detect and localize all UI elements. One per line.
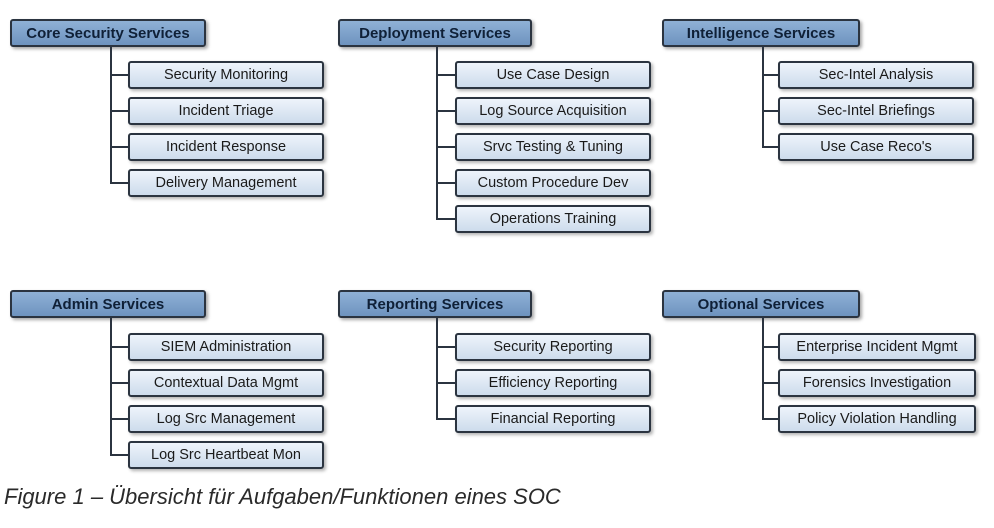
service-operations-training: Operations Training bbox=[455, 205, 651, 233]
service-srvc-testing-tuning: Srvc Testing & Tuning bbox=[455, 133, 651, 161]
service-financial-reporting: Financial Reporting bbox=[455, 405, 651, 433]
connector-branch bbox=[436, 346, 455, 348]
service-log-source-acquisition: Log Source Acquisition bbox=[455, 97, 651, 125]
service-log-src-heartbeat-mon: Log Src Heartbeat Mon bbox=[128, 441, 324, 469]
connector-branch bbox=[436, 218, 455, 220]
group-admin-services: Admin Services bbox=[10, 290, 206, 318]
connector-spine bbox=[762, 47, 764, 148]
connector-spine bbox=[762, 318, 764, 420]
service-forensics-investigation: Forensics Investigation bbox=[778, 369, 976, 397]
connector-spine bbox=[436, 47, 438, 220]
service-use-case-reco-s: Use Case Reco's bbox=[778, 133, 974, 161]
group-intelligence-services: Intelligence Services bbox=[662, 19, 860, 47]
connector-branch bbox=[436, 182, 455, 184]
service-sec-intel-briefings: Sec-Intel Briefings bbox=[778, 97, 974, 125]
connector-branch bbox=[762, 382, 778, 384]
connector-branch bbox=[762, 346, 778, 348]
connector-branch bbox=[110, 346, 128, 348]
connector-branch bbox=[110, 182, 128, 184]
connector-branch bbox=[436, 110, 455, 112]
service-siem-administration: SIEM Administration bbox=[128, 333, 324, 361]
service-incident-response: Incident Response bbox=[128, 133, 324, 161]
connector-branch bbox=[762, 74, 778, 76]
connector-branch bbox=[110, 382, 128, 384]
service-enterprise-incident-mgmt: Enterprise Incident Mgmt bbox=[778, 333, 976, 361]
connector-branch bbox=[110, 418, 128, 420]
connector-branch bbox=[110, 454, 128, 456]
service-sec-intel-analysis: Sec-Intel Analysis bbox=[778, 61, 974, 89]
service-policy-violation-handling: Policy Violation Handling bbox=[778, 405, 976, 433]
group-deployment-services: Deployment Services bbox=[338, 19, 532, 47]
connector-branch bbox=[436, 74, 455, 76]
connector-branch bbox=[110, 146, 128, 148]
connector-branch bbox=[436, 382, 455, 384]
service-log-src-management: Log Src Management bbox=[128, 405, 324, 433]
connector-spine bbox=[110, 47, 112, 184]
connector-spine bbox=[436, 318, 438, 420]
connector-spine bbox=[110, 318, 112, 456]
connector-branch bbox=[436, 418, 455, 420]
connector-branch bbox=[110, 74, 128, 76]
figure-caption: Figure 1 – Übersicht für Aufgaben/Funkti… bbox=[4, 484, 561, 509]
service-delivery-management: Delivery Management bbox=[128, 169, 324, 197]
service-incident-triage: Incident Triage bbox=[128, 97, 324, 125]
service-custom-procedure-dev: Custom Procedure Dev bbox=[455, 169, 651, 197]
group-core-security-services: Core Security Services bbox=[10, 19, 206, 47]
service-security-monitoring: Security Monitoring bbox=[128, 61, 324, 89]
connector-branch bbox=[762, 146, 778, 148]
group-optional-services: Optional Services bbox=[662, 290, 860, 318]
connector-branch bbox=[762, 110, 778, 112]
service-contextual-data-mgmt: Contextual Data Mgmt bbox=[128, 369, 324, 397]
connector-branch bbox=[110, 110, 128, 112]
service-efficiency-reporting: Efficiency Reporting bbox=[455, 369, 651, 397]
connector-branch bbox=[436, 146, 455, 148]
service-security-reporting: Security Reporting bbox=[455, 333, 651, 361]
connector-branch bbox=[762, 418, 778, 420]
service-use-case-design: Use Case Design bbox=[455, 61, 651, 89]
group-reporting-services: Reporting Services bbox=[338, 290, 532, 318]
